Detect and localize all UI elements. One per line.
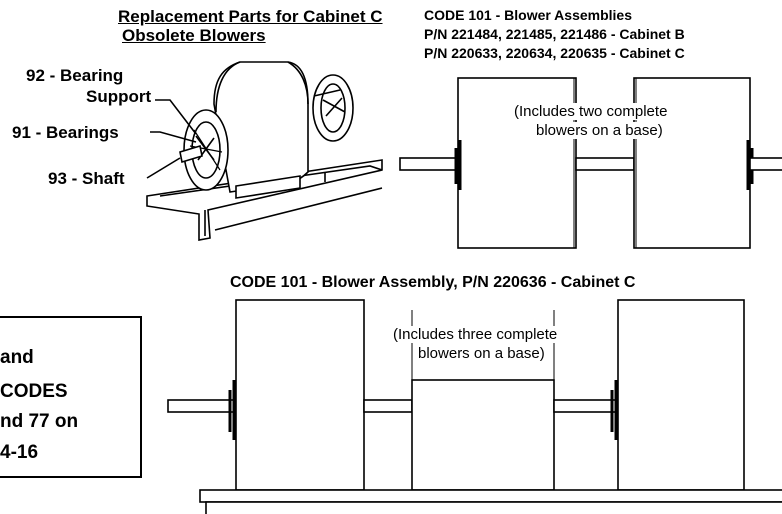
two-blower-header-line1: CODE 101 - Blower Assemblies (424, 7, 633, 23)
two-blower-header-line3: P/N 220633, 220634, 220635 - Cabinet C (424, 45, 685, 61)
three-blower-assembly (167, 299, 782, 514)
bearing-support-label: 92 - Bearing (26, 66, 124, 85)
shaft-label: 93 - Shaft (48, 169, 125, 188)
two-blower-note-line1: (Includes two complete (514, 103, 668, 121)
obsolete-blower-illustration (146, 61, 383, 241)
three-blower-note-line1: (Includes three complete (393, 326, 558, 344)
reference-note-line4: 4-16 (0, 442, 39, 463)
bearings-label: 91 - Bearings (12, 123, 119, 142)
left-header-line2: Obsolete Blowers (122, 26, 266, 45)
three-blower-header: CODE 101 - Blower Assembly, P/N 220636 -… (230, 274, 636, 291)
reference-note-line1: and (0, 347, 34, 368)
reference-note-box (0, 316, 142, 478)
bearing-support-label-line2: Support (86, 87, 152, 106)
three-blower-note-line2: blowers on a base) (418, 345, 545, 363)
two-blower-note-line2: blowers on a base) (536, 122, 663, 140)
left-header-line1: Replacement Parts for Cabinet C (118, 7, 383, 26)
reference-note-line2: CODES (0, 381, 68, 402)
two-blower-header-line2: P/N 221484, 221485, 221486 - Cabinet B (424, 26, 685, 42)
reference-note-line3: nd 77 on (0, 411, 79, 432)
